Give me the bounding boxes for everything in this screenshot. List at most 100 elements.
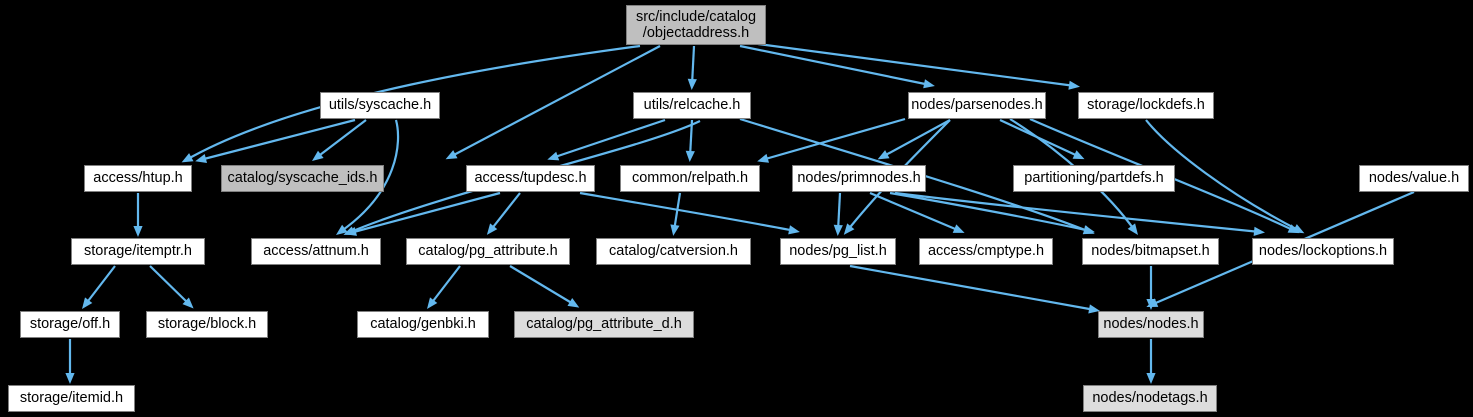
edge-arrowhead <box>133 226 143 237</box>
edge-arrowhead <box>336 224 348 235</box>
node-relpath[interactable]: common/relpath.h <box>620 165 760 192</box>
edge-arrowhead <box>1072 150 1085 160</box>
node-partdefs[interactable]: partitioning/partdefs.h <box>1013 165 1175 192</box>
edge-line <box>149 265 191 306</box>
node-htup[interactable]: access/htup.h <box>84 165 192 192</box>
edge-line <box>889 191 1091 233</box>
node-pg_list[interactable]: nodes/pg_list.h <box>780 238 896 265</box>
edge-itemptr-to-off <box>82 265 116 309</box>
node-attnum[interactable]: access/attnum.h <box>251 238 381 265</box>
edge-line <box>551 118 666 160</box>
edges-group <box>65 42 1415 384</box>
node-cmptype[interactable]: access/cmptype.h <box>919 238 1053 265</box>
edge-primnodes-to-bitmapset <box>889 191 1095 235</box>
edge-arrowhead <box>1253 226 1265 236</box>
node-primnodes[interactable]: nodes/primnodes.h <box>792 165 926 192</box>
edge-line <box>509 265 576 306</box>
node-bitmapset[interactable]: nodes/bitmapset.h <box>1082 238 1219 265</box>
edge-arrowhead <box>877 150 890 160</box>
edge-line <box>199 118 356 162</box>
edge-arrowhead <box>843 223 855 235</box>
edge-relpath-to-catversion <box>670 192 682 236</box>
edge-objectaddress-to-relcache <box>687 45 697 90</box>
node-pg_attribute_d[interactable]: catalog/pg_attribute_d.h <box>514 311 694 338</box>
edge-arrowhead <box>427 297 438 309</box>
node-syscache_ids[interactable]: catalog/syscache_ids.h <box>221 165 384 192</box>
node-itemid[interactable]: storage/itemid.h <box>8 385 135 412</box>
edge-line <box>579 191 796 233</box>
edge-tupdesc-to-attnum <box>345 191 501 236</box>
edge-arrowhead <box>567 298 580 308</box>
edge-arrowhead <box>1068 80 1080 90</box>
node-tupdesc[interactable]: access/tupdesc.h <box>466 165 595 192</box>
edge-arrowhead <box>345 227 357 236</box>
node-nodes[interactable]: nodes/nodes.h <box>1098 311 1204 338</box>
edge-line <box>836 192 842 232</box>
edge-line <box>672 192 682 232</box>
node-objectaddress[interactable]: src/include/catalog /objectaddress.h <box>626 5 766 45</box>
edge-pg_attribute-to-genbki <box>427 265 461 309</box>
node-value[interactable]: nodes/value.h <box>1359 165 1469 192</box>
edge-arrowhead <box>445 150 458 160</box>
edge-line <box>849 264 1096 312</box>
edge-primnodes-to-pg_list <box>833 192 843 236</box>
node-lockoptions[interactable]: nodes/lockoptions.h <box>1252 238 1394 265</box>
edge-line <box>690 45 696 86</box>
edge-line <box>315 119 367 159</box>
edge-line <box>739 44 931 87</box>
edge-arrowhead <box>670 224 680 236</box>
edge-line <box>894 191 1261 234</box>
edge-line <box>185 44 641 161</box>
node-relcache[interactable]: utils/relcache.h <box>633 92 751 119</box>
node-parsenodes[interactable]: nodes/parsenodes.h <box>908 92 1046 119</box>
edge-arrowhead <box>547 151 560 161</box>
edge-htup-to-itemptr <box>133 193 143 237</box>
edge-off-to-itemid <box>65 339 75 384</box>
node-genbki[interactable]: catalog/genbki.h <box>357 311 489 338</box>
edge-relcache-to-tupdesc <box>547 118 666 161</box>
node-itemptr[interactable]: storage/itemptr.h <box>71 238 205 265</box>
edge-arrowhead <box>833 224 843 236</box>
edge-line <box>349 191 501 235</box>
node-pg_attribute[interactable]: catalog/pg_attribute.h <box>406 238 570 265</box>
edge-arrowhead <box>687 78 697 90</box>
edge-parsenodes-to-relpath <box>757 117 906 163</box>
edge-line <box>339 119 400 233</box>
edge-arrowhead <box>1083 225 1095 235</box>
edge-line <box>489 192 521 232</box>
edge-line <box>881 119 951 158</box>
edge-arrowhead <box>788 225 800 235</box>
edge-tupdesc-to-pg_list <box>579 191 800 235</box>
node-nodetags[interactable]: nodes/nodetags.h <box>1083 385 1217 412</box>
edge-line <box>1145 119 1301 232</box>
edge-arrowhead <box>486 223 498 235</box>
edge-lockdefs-to-lockoptions <box>1145 119 1305 234</box>
edge-line <box>869 191 961 233</box>
node-lockdefs[interactable]: storage/lockdefs.h <box>1078 92 1214 119</box>
node-off[interactable]: storage/off.h <box>20 311 120 338</box>
edge-syscache-to-attnum <box>336 119 400 235</box>
edge-relcache-to-relpath <box>685 119 695 162</box>
edge-syscache-to-htup <box>195 118 356 163</box>
edge-nodes-to-nodetags <box>1146 339 1156 384</box>
edge-objectaddress-to-lockdefs <box>757 42 1080 90</box>
edge-line <box>688 119 694 158</box>
edge-itemptr-to-block <box>149 265 194 309</box>
edge-arrowhead <box>181 153 194 163</box>
node-syscache[interactable]: utils/syscache.h <box>320 92 440 119</box>
node-catversion[interactable]: catalog/catversion.h <box>596 238 751 265</box>
node-block[interactable]: storage/block.h <box>146 311 268 338</box>
edge-primnodes-to-lockoptions <box>894 191 1265 236</box>
edge-bitmapset-to-nodes <box>1146 266 1156 310</box>
edge-arrowhead <box>195 154 207 163</box>
edge-objectaddress-to-syscache <box>445 45 661 160</box>
edge-pg_list-to-nodes <box>849 264 1100 314</box>
edge-objectaddress-to-parsenodes <box>739 44 935 89</box>
edge-parsenodes-to-primnodes <box>877 119 951 160</box>
edge-line <box>429 265 461 306</box>
edge-objectaddress-to-htup <box>181 44 641 163</box>
edge-arrowhead <box>923 79 935 89</box>
edge-line <box>84 265 116 306</box>
